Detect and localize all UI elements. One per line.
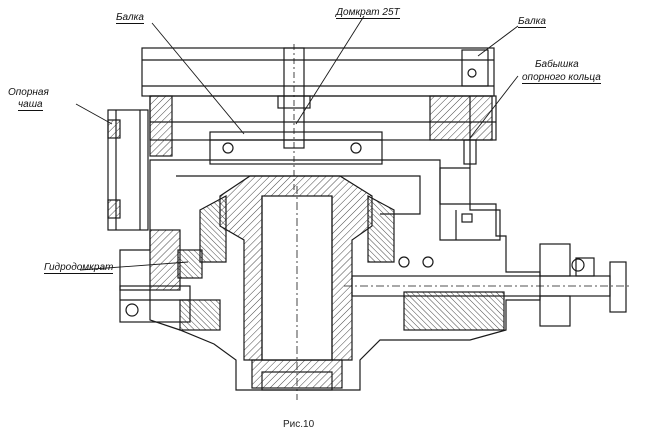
label-beam-left: Балка <box>116 12 144 24</box>
figure-caption: Рис.10 <box>283 419 315 430</box>
support-bowl <box>107 109 149 231</box>
drive-shaft <box>344 243 632 327</box>
label-hydraulic-jack: Гидродомкрат <box>44 262 114 274</box>
label-jack: Домкрат 25Т <box>336 7 400 19</box>
leader-lines <box>75 15 519 271</box>
label-bowl-line1: Опорная <box>8 87 49 98</box>
jack-column <box>277 44 311 190</box>
upper-frame <box>149 95 497 168</box>
label-beam-right: Балка <box>518 16 546 28</box>
crushing-cone <box>199 175 395 400</box>
label-bowl-line2: чаша <box>18 99 43 111</box>
main-housing <box>119 159 541 391</box>
bottom-bearing <box>251 359 343 391</box>
right-bracket <box>439 167 501 241</box>
label-boss-line1: Бабышка <box>535 59 579 70</box>
hydraulic-jack <box>119 249 203 323</box>
label-boss-line2: опорного кольца <box>522 72 601 84</box>
